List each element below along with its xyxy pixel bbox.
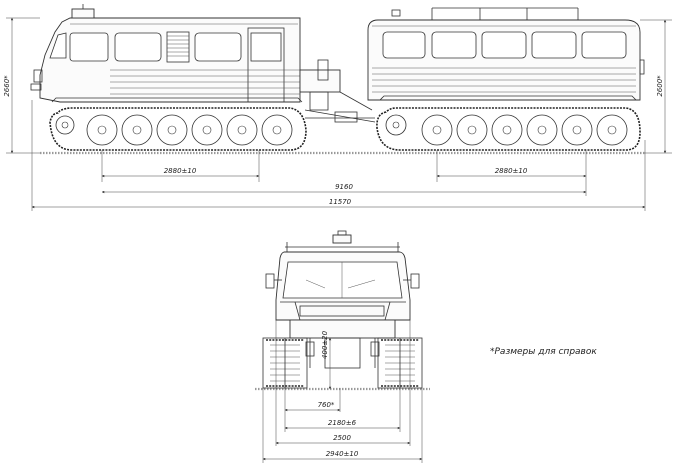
left-mirror (265, 273, 275, 289)
front-road-wheels (55, 114, 293, 146)
rear-window-5 (581, 31, 627, 59)
dim-track-width: 760* (318, 401, 335, 409)
front-windshield-front (282, 261, 403, 299)
right-track-front (377, 337, 423, 389)
rear-window-2 (431, 31, 477, 59)
right-mirror (410, 273, 420, 289)
dim-total-length: 11570 (329, 198, 352, 206)
rear-road-wheels (385, 114, 628, 146)
cab-door (247, 27, 285, 103)
roof-rack (391, 7, 579, 20)
rear-window-1 (382, 31, 426, 59)
front-unit (30, 4, 307, 151)
cab-window-1 (69, 32, 109, 62)
dim-overall-width: 2940±10 (326, 450, 359, 458)
side-view: 2660* 2600* 2880±10 2880±10 9160 (3, 4, 672, 211)
reference-note: *Размеры для справок (490, 347, 597, 357)
left-track-front (262, 337, 308, 389)
dim-wheelbase: 9160 (335, 183, 353, 191)
dim-front-track-base: 2880±10 (164, 167, 197, 175)
rear-unit (367, 7, 645, 151)
dim-rear-track-base: 2880±10 (495, 167, 528, 175)
front-view: 400±20 760* 2180±6 2500 2940±10 (255, 230, 430, 463)
articulation-joint (299, 59, 376, 123)
cab-window-3 (194, 32, 242, 62)
roof-hatch (71, 8, 95, 19)
side-dimensions: 2660* 2600* 2880±10 2880±10 9160 (3, 17, 672, 211)
vent-grille (166, 31, 190, 63)
rear-window-4 (531, 31, 577, 59)
rear-track (376, 107, 641, 151)
dim-gauge: 2180±6 (328, 419, 357, 427)
dim-front-height: 2660* (3, 75, 11, 97)
dim-rear-height: 2600* (656, 75, 664, 97)
cab-window-2 (114, 32, 162, 62)
front-dimensions: 400±20 760* 2180±6 2500 2940±10 (262, 320, 423, 463)
front-windshield (49, 32, 67, 59)
rear-window-3 (481, 31, 527, 59)
dim-ground-clearance: 400±20 (321, 330, 329, 359)
roof-beacon (332, 234, 352, 244)
dim-body-width: 2500 (333, 434, 351, 442)
